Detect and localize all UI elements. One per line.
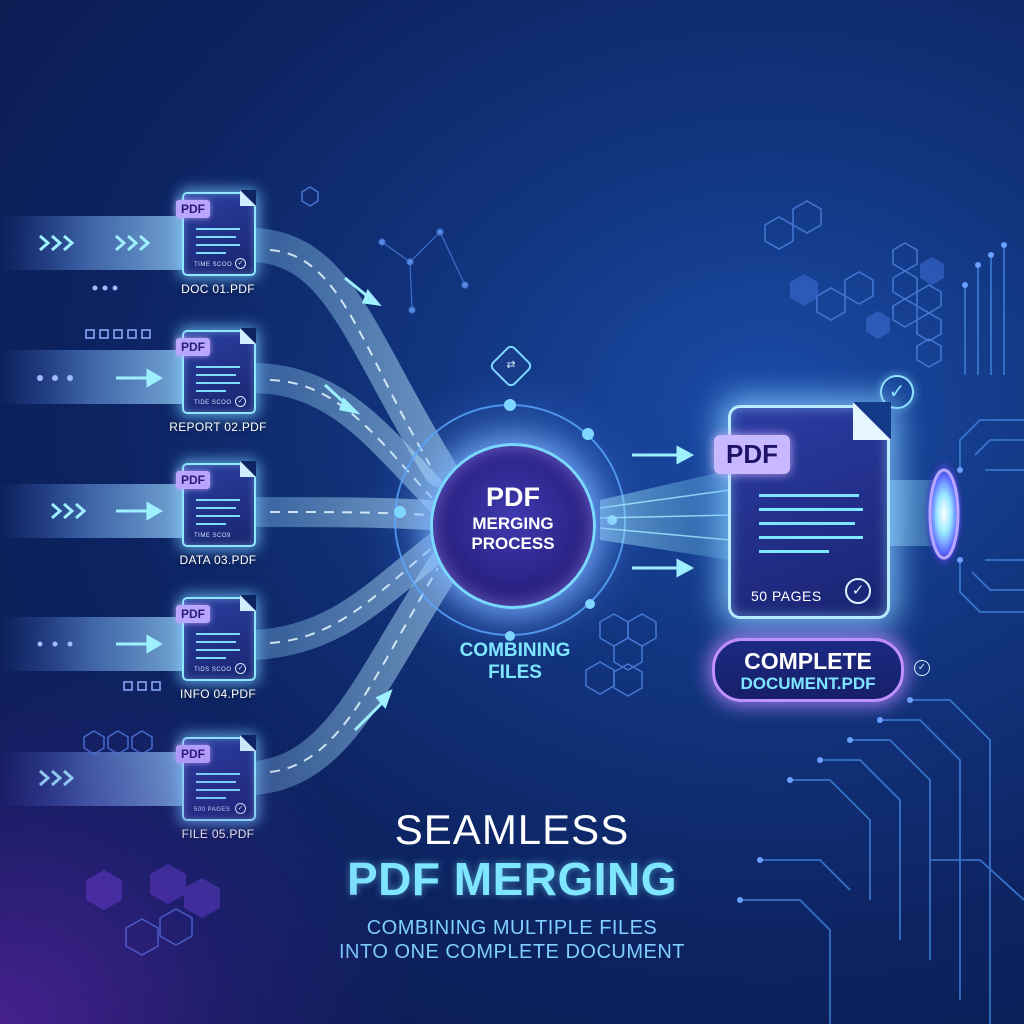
file-name: INFO 04.PDF (180, 687, 256, 701)
output-arrow-icons (632, 445, 695, 578)
page-fold-icon (240, 595, 256, 611)
circuit-nodes (737, 242, 1007, 903)
arrow-right-icons (116, 368, 163, 654)
combining-label: COMBINING FILES (440, 640, 590, 684)
pdf-tag: PDF (176, 605, 210, 623)
stream-arrow-icons (323, 276, 393, 732)
output-document: 50 PAGES ✓ PDF (714, 402, 891, 619)
page-fold-icon (240, 328, 256, 344)
subtitle-line-2: INTO ONE COMPLETE DOCUMENT (339, 941, 685, 963)
file-footer: TIDE SCOO (194, 400, 232, 406)
file-footer: TIME SCOO (194, 262, 233, 268)
subtitle-line-1: COMBINING MULTIPLE FILES (366, 917, 658, 939)
hub-ring-nodes (394, 399, 617, 641)
check-icon: ✓ (235, 258, 246, 269)
hub-subtitle: MERGING PROCESS (433, 514, 593, 554)
page-fold-icon (240, 735, 256, 751)
hexagon-fill (86, 257, 944, 918)
hub-line-1: MERGING (472, 514, 554, 533)
input-beam (0, 752, 182, 806)
pdf-tag: PDF (176, 200, 210, 218)
input-file-2: TIDE SCOO ✓ PDF REPORT 02.PDF (169, 328, 266, 434)
page-fold-icon (853, 402, 891, 440)
file-name: REPORT 02.PDF (169, 420, 267, 434)
file-name: DOC 01.PDF (181, 282, 255, 296)
file-name: DATA 03.PDF (179, 553, 257, 567)
check-icon: ✓ (914, 660, 930, 676)
page-count: 50 PAGES (751, 588, 822, 604)
network-graph (378, 228, 469, 314)
pdf-tag: PDF (176, 338, 210, 356)
check-icon: ✓ (235, 396, 246, 407)
input-beam (0, 216, 182, 270)
pdf-tag: PDF (714, 435, 790, 474)
file-footer: TIDS SCOO (194, 667, 232, 673)
output-filename-badge: COMPLETE DOCUMENT.PDF (712, 638, 904, 702)
headline-line-1: SEAMLESS (394, 806, 630, 853)
headline-line-2: PDF MERGING (346, 853, 678, 905)
chevron-icons (39, 234, 151, 787)
check-icon: ✓ (235, 663, 246, 674)
combining-line-1: COMBINING (459, 640, 571, 661)
page-fold-icon (240, 190, 256, 206)
page-fold-icon (240, 461, 256, 477)
output-rays (599, 489, 731, 541)
file-footer: 500 PAGES (194, 807, 231, 813)
hub-line-2: PROCESS (471, 534, 555, 553)
input-file-5: 500 PAGES ✓ PDF FILE 05.PDF (176, 735, 256, 841)
check-circle-icon: ✓ (880, 375, 914, 409)
circuit-traces (740, 245, 1024, 1024)
headline-subtitle: COMBINING MULTIPLE FILES INTO ONE COMPLE… (300, 916, 724, 964)
beam-squares (85, 329, 161, 691)
beam-dots (37, 285, 118, 647)
check-icon: ✓ (235, 803, 246, 814)
combining-line-2: FILES (488, 662, 542, 683)
input-file-3: TIME SCO9 PDF DATA 03.PDF (176, 461, 256, 567)
badge-line-2: DOCUMENT.PDF (740, 674, 876, 693)
hub-title: PDF (486, 482, 540, 512)
file-footer: TIME SCO9 (194, 533, 231, 539)
check-icon: ✓ (845, 578, 871, 604)
file-name: FILE 05.PDF (181, 827, 255, 841)
merging-hub: PDF MERGING PROCESS (430, 443, 596, 609)
pdf-tag: PDF (176, 471, 210, 489)
hexagon-pattern (83, 186, 942, 956)
badge-line-1: COMPLETE (744, 648, 872, 674)
pdf-tag: PDF (176, 745, 210, 763)
portal-ring (928, 468, 960, 560)
input-file-4: TIDS SCOO ✓ PDF INFO 04.PDF (176, 595, 256, 701)
input-file-1: TIME SCOO ✓ PDF DOC 01.PDF (176, 190, 256, 296)
